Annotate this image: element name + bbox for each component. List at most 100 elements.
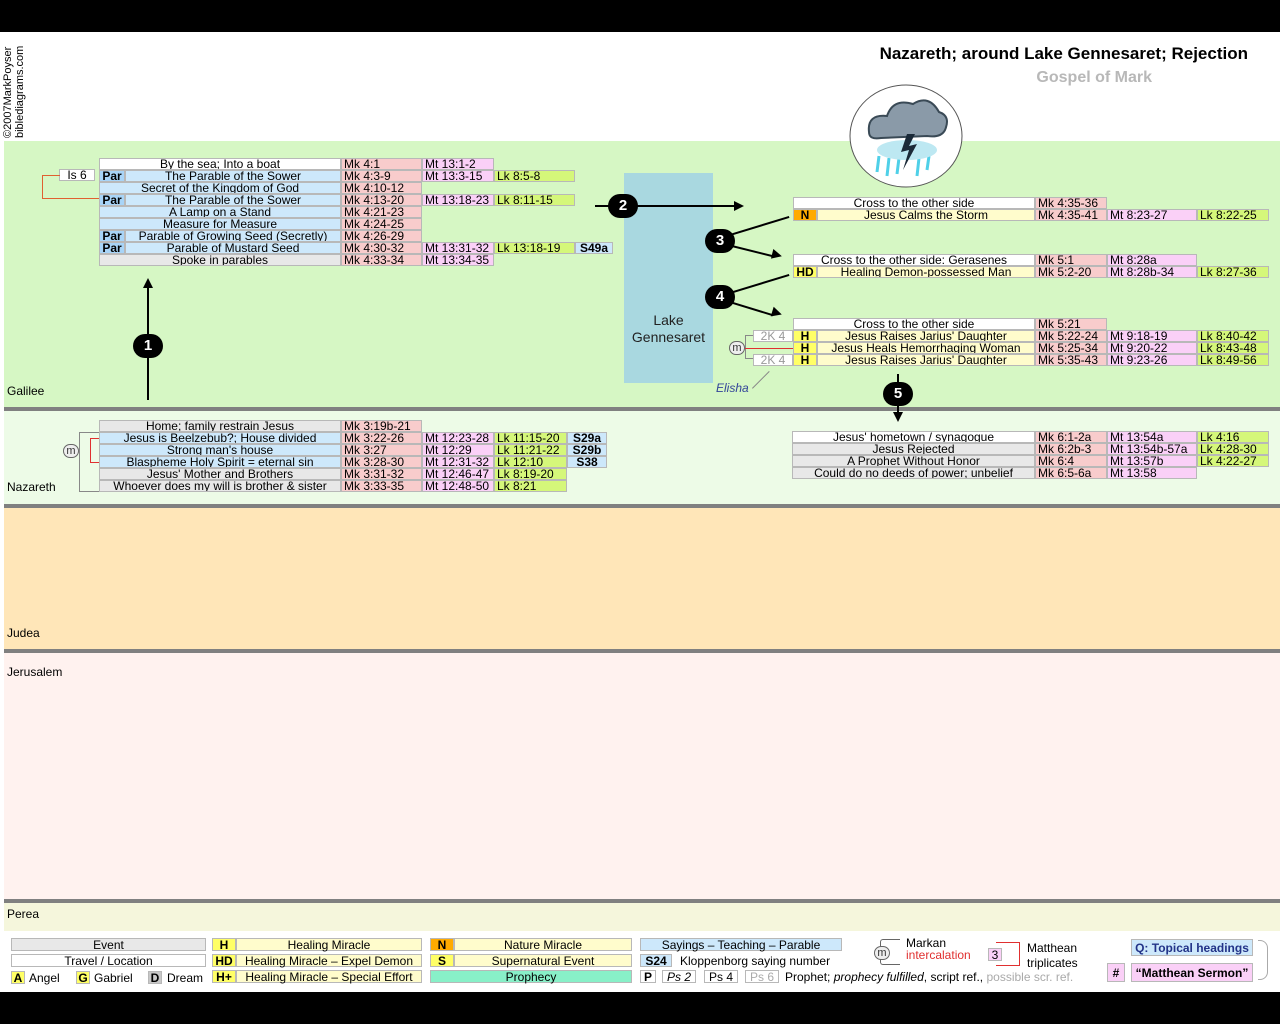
storm-cloud-icon — [849, 84, 963, 189]
event-title: Jesus' hometown / synagogue — [792, 431, 1035, 443]
event-title: Jesus is Beelzebub?; House divided — [99, 432, 341, 444]
event-title: Jesus Rejected — [792, 443, 1035, 455]
matthew-ref: Mt 8:23-27 — [1107, 209, 1197, 221]
legend-n-badge: N — [430, 938, 454, 951]
event-title: Jesus' Mother and Brothers — [99, 468, 341, 480]
event-title: Jesus Calms the Storm — [817, 209, 1035, 221]
mark-ref: Mk 3:19b-21 — [341, 420, 422, 432]
event-title: Jesus Heals Hemorrhaging Woman — [817, 342, 1035, 354]
legend-angel-label: Angel — [29, 971, 60, 985]
legend-ps2: Ps 2 — [662, 970, 696, 983]
luke-ref: Lk 8:49-56 — [1197, 354, 1269, 366]
legend-prophecy-fulfilled: prophecy fulfilled — [833, 970, 924, 984]
matthew-ref: Mt 13:58 — [1107, 467, 1197, 479]
mark-ref: Mk 3:31-32 — [341, 468, 422, 480]
legend-p-badge: P — [640, 970, 656, 983]
luke-ref: Lk 8:40-42 — [1197, 330, 1269, 342]
lake-label: Lake Gennesaret — [624, 312, 713, 346]
saying-number: S49a — [575, 242, 613, 254]
separator — [4, 407, 1280, 411]
legend-h-label: Healing Miracle — [236, 938, 422, 951]
luke-ref: Lk 11:21-22 — [494, 444, 567, 456]
matthew-ref: Mt 13:18-23 — [422, 194, 494, 206]
matthew-ref: Mt 13:3-15 — [422, 170, 494, 182]
event-title: A Lamp on a Stand — [99, 206, 341, 218]
legend-ps6: Ps 6 — [745, 970, 779, 983]
event-title: Whoever does my will is brother & sister — [99, 480, 341, 492]
legend-s24-badge: S24 — [640, 954, 672, 967]
event-title: Blaspheme Holy Spirit = eternal sin — [99, 456, 341, 468]
event-title: Secret of the Kingdom of God — [99, 182, 341, 194]
event-title: Jesus Raises Jarius' Daughter — [817, 330, 1035, 342]
event-title: Spoke in parables — [99, 254, 341, 266]
legend-script-ref: , script ref., — [923, 970, 984, 984]
mark-ref: Mk 4:30-32 — [341, 242, 422, 254]
matthew-ref: Mt 13:34-35 — [422, 254, 494, 266]
matthew-ref: Mt 9:18-19 — [1107, 330, 1197, 342]
event-title: Strong man's house — [99, 444, 341, 456]
legend-travel: Travel / Location — [11, 954, 206, 967]
region-jerusalem: Jerusalem — [4, 653, 1280, 899]
mark-ref: Mk 6:2b-3 — [1035, 443, 1107, 455]
region-judea: Judea — [4, 508, 1280, 649]
matthew-ref: Mt 12:31-32 — [422, 456, 494, 468]
event-title: Parable of Mustard Seed — [125, 242, 341, 254]
luke-ref: Lk 4:28-30 — [1197, 443, 1269, 455]
luke-ref: Lk 8:22-25 — [1197, 209, 1269, 221]
luke-ref: Lk 12:10 — [494, 456, 567, 468]
page-subtitle: Gospel of Mark — [1036, 69, 1152, 86]
luke-ref: Lk 4:16 — [1197, 431, 1269, 443]
prophecy-ref: 2K 4 — [753, 354, 793, 366]
legend-h-badge: H — [212, 938, 236, 951]
mark-ref: Mk 4:24-25 — [341, 218, 422, 230]
region-label-jerusalem: Jerusalem — [7, 665, 63, 679]
legend-possible-ref: possible scr. ref. — [986, 970, 1074, 984]
luke-ref: Lk 8:11-15 — [494, 194, 575, 206]
is6-bracket — [42, 175, 60, 199]
event-title: Measure for Measure — [99, 218, 341, 230]
luke-ref: Lk 8:27-36 — [1197, 266, 1269, 278]
saying-number: S38 — [567, 456, 607, 468]
legend-s-label: Supernatural Event — [454, 954, 632, 967]
category-badge: H — [793, 342, 817, 354]
saying-number: S29b — [567, 444, 607, 456]
mark-ref: Mk 3:33-35 — [341, 480, 422, 492]
mark-ref: Mk 3:22-26 — [341, 432, 422, 444]
legend-dream-label: Dream — [167, 971, 204, 985]
matthew-ref: Mt 9:23-26 — [1107, 354, 1197, 366]
arrow-2-head — [734, 201, 744, 211]
mark-ref: Mk 4:13-20 — [341, 194, 422, 206]
region-label-judea: Judea — [7, 626, 40, 640]
luke-ref: Lk 8:21 — [494, 480, 567, 492]
region-perea: Perea — [4, 903, 1280, 931]
separator — [4, 649, 1280, 653]
legend-q-topical: Q: Topical headings — [1131, 939, 1253, 956]
arrow-5-head — [893, 412, 903, 422]
legend-matthean: Matthean — [1027, 941, 1078, 955]
category-badge: Par — [99, 194, 125, 206]
mark-ref: Mk 6:4 — [1035, 455, 1107, 467]
page-title: Nazareth; around Lake Gennesaret; Reject… — [879, 44, 1248, 63]
is6-ref: Is 6 — [59, 169, 95, 181]
event-title: Cross to the other side — [793, 197, 1035, 209]
elisha-label: Elisha — [716, 381, 749, 395]
mark-ref: Mk 4:3-9 — [341, 170, 422, 182]
legend-angel-badge: A — [11, 971, 25, 984]
saying-number: S29a — [567, 432, 607, 444]
event-title: Healing Demon-possessed Man — [817, 266, 1035, 278]
diagram-canvas: Galilee Nazareth Judea Jerusalem Perea ©… — [0, 32, 1280, 992]
luke-ref: Lk 13:18-19 — [494, 242, 575, 254]
event-title: The Parable of the Sower — [125, 170, 341, 182]
jairus-m-bracket — [745, 335, 753, 359]
luke-ref: Lk 8:5-8 — [494, 170, 575, 182]
mark-ref: Mk 5:22-24 — [1035, 330, 1107, 342]
category-badge: Par — [99, 230, 125, 242]
matthew-ref: Mt 12:48-50 — [422, 480, 494, 492]
mark-ref: Mk 4:35-36 — [1035, 197, 1107, 209]
matthew-ref: Mt 9:20-22 — [1107, 342, 1197, 354]
mark-ref: Mk 4:1 — [341, 158, 422, 170]
mark-ref: Mk 3:28-30 — [341, 456, 422, 468]
event-title: A Prophet Without Honor — [792, 455, 1035, 467]
category-badge: Par — [99, 242, 125, 254]
mark-ref: Mk 4:35-41 — [1035, 209, 1107, 221]
